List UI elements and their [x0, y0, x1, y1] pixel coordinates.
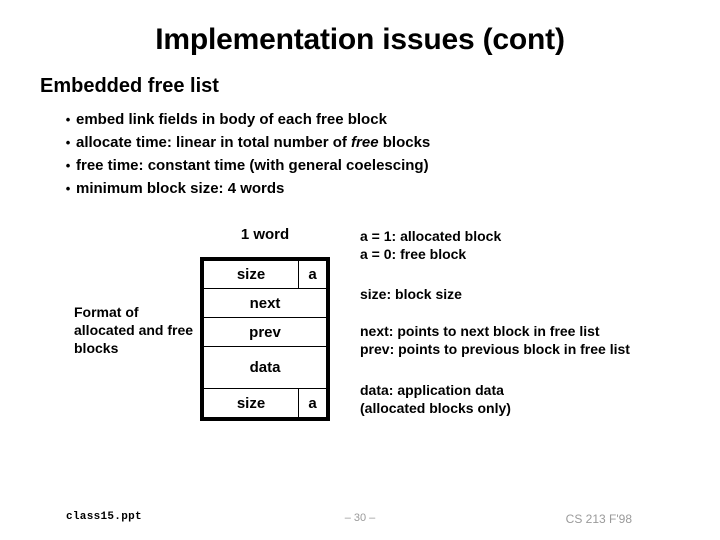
annotation-data-line1: data: application data	[360, 382, 504, 398]
list-item: • minimum block size: 4 words	[60, 177, 620, 200]
annotation-data-line2: (allocated blocks only)	[360, 400, 511, 416]
list-item: • embed link fields in body of each free…	[60, 108, 620, 131]
block-row-next: next	[204, 289, 326, 318]
annotation-size: size: block size	[360, 285, 462, 303]
annotation-alloc-flag: a = 1: allocated block a = 0: free block	[360, 227, 501, 263]
list-item-text-pre: embed link fields in body of each free b…	[76, 111, 387, 128]
word-width-label: 1 word	[240, 226, 290, 243]
section-heading: Embedded free list	[40, 75, 219, 97]
block-cell-next: next	[249, 294, 281, 312]
block-row-footer: size a	[204, 389, 326, 417]
page-title: Implementation issues (cont)	[155, 23, 565, 56]
list-item-text: embed link fields in body of each free b…	[76, 108, 620, 131]
list-item: • allocate time: linear in total number …	[60, 131, 620, 154]
bullet-dot-icon: •	[65, 181, 71, 196]
annotation-size-line1: size: block size	[360, 286, 462, 302]
block-cell-alloc-flag: a	[308, 266, 317, 283]
list-item-text: free time: constant time (with general c…	[76, 154, 620, 177]
diagram-caption: Format of allocated and free blocks	[74, 304, 194, 356]
block-cell-size: size	[204, 261, 299, 288]
list-item-text-pre: minimum block size: 4 words	[76, 180, 285, 197]
block-cell-data: data	[249, 359, 281, 376]
footer-course-label: CS 213 F'98	[565, 512, 632, 526]
list-item-text: minimum block size: 4 words	[76, 177, 620, 200]
block-cell-prev: prev	[249, 323, 281, 341]
annotation-alloc-flag-line1: a = 1: allocated block	[360, 228, 502, 244]
annotation-alloc-flag-line2: a = 0: free block	[360, 246, 467, 262]
annotation-prev-line: prev: points to previous block in free l…	[360, 341, 630, 357]
annotation-next-line: next: points to next block in free list	[360, 323, 600, 339]
footer-page-number: – 30 –	[344, 512, 376, 524]
block-format-diagram: size a next prev data size a	[200, 257, 330, 421]
bullet-dot-icon: •	[65, 112, 71, 127]
list-item-text-pre: allocate time: linear in total number of	[76, 134, 352, 151]
block-cell-alloc-flag-footer: a	[308, 394, 317, 412]
footer-filename: class15.ppt	[66, 511, 142, 523]
list-item: • free time: constant time (with general…	[60, 154, 620, 177]
list-item-text: allocate time: linear in total number of…	[76, 131, 620, 154]
bullet-list: • embed link fields in body of each free…	[60, 108, 620, 200]
block-row-header: size a	[204, 261, 326, 289]
block-cell-size-footer: size	[204, 389, 299, 417]
bullet-dot-icon: •	[65, 158, 71, 173]
list-item-text-post: blocks	[378, 134, 431, 151]
bullet-dot-icon: •	[65, 135, 71, 150]
list-item-text-italic: free	[351, 134, 379, 151]
list-item-text-pre: free time: constant time (with general c…	[76, 157, 429, 174]
block-row-prev: prev	[204, 318, 326, 347]
annotation-next-prev: next: points to next block in free list …	[360, 322, 630, 358]
block-row-data: data	[204, 347, 326, 389]
annotation-data: data: application data (allocated blocks…	[360, 381, 511, 417]
